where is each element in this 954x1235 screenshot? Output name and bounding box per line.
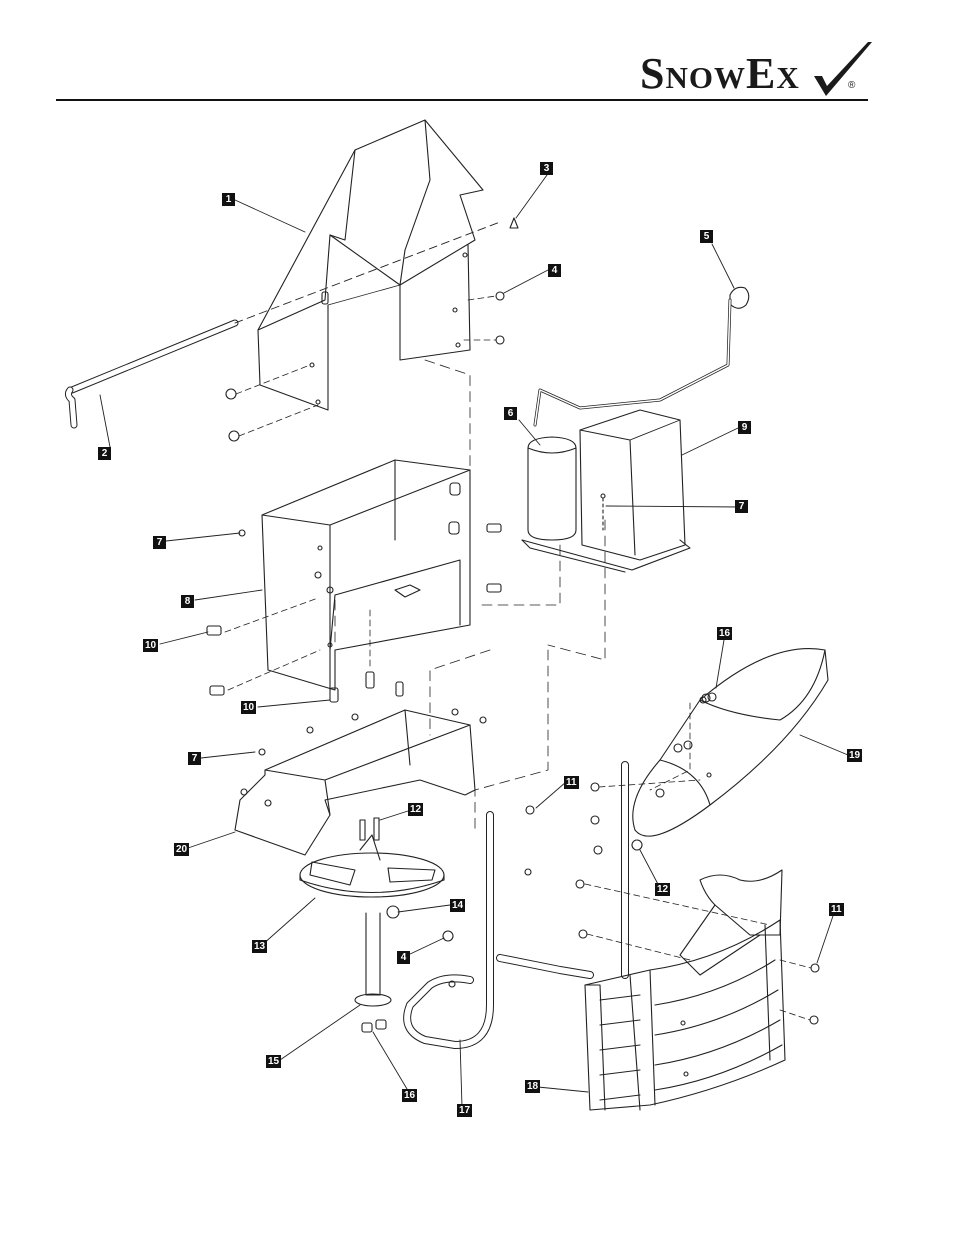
leader-lines: [100, 175, 848, 1107]
main-box-frame: [262, 460, 470, 690]
callout-16-lower: 16: [402, 1089, 417, 1102]
callout-10-bottom: 10: [241, 701, 256, 714]
callout-14: 14: [450, 899, 465, 912]
callout-9: 9: [738, 421, 751, 434]
callout-20: 20: [174, 843, 189, 856]
callout-17: 17: [457, 1104, 472, 1117]
panel-bolts: [226, 365, 318, 441]
callout-12-chute: 12: [655, 883, 670, 896]
tube-frame: [407, 765, 625, 1045]
spinner-disc: [300, 818, 444, 1032]
callout-3: 3: [540, 162, 553, 175]
callout-19: 19: [847, 749, 862, 762]
chute-deflector: [633, 649, 828, 975]
callout-11-upper: 11: [564, 776, 579, 789]
callout-5: 5: [700, 230, 713, 243]
callout-8: 8: [181, 595, 194, 608]
callout-7-motor: 7: [735, 500, 748, 513]
callout-7-box: 7: [153, 536, 166, 549]
callout-15: 15: [266, 1055, 281, 1068]
callout-16-upper: 16: [717, 627, 732, 640]
callout-6: 6: [504, 407, 517, 420]
callout-4-upper: 4: [548, 264, 561, 277]
callout-4-lower: 4: [397, 951, 410, 964]
callout-18: 18: [525, 1080, 540, 1093]
callout-13: 13: [252, 940, 267, 953]
hopper-upper-panel: [258, 120, 483, 410]
callout-1: 1: [222, 193, 235, 206]
callout-7-tray: 7: [188, 752, 201, 765]
callout-12-spinner: 12: [408, 803, 423, 816]
motor-cover-assembly: [522, 287, 749, 572]
chute-hardware: [576, 693, 819, 1024]
handle-rod: [68, 222, 500, 425]
callout-11-right: 11: [829, 903, 844, 916]
callout-10-left: 10: [143, 639, 158, 652]
clip-pin: [510, 218, 518, 228]
box-bolts: [207, 524, 501, 702]
callout-2: 2: [98, 447, 111, 460]
